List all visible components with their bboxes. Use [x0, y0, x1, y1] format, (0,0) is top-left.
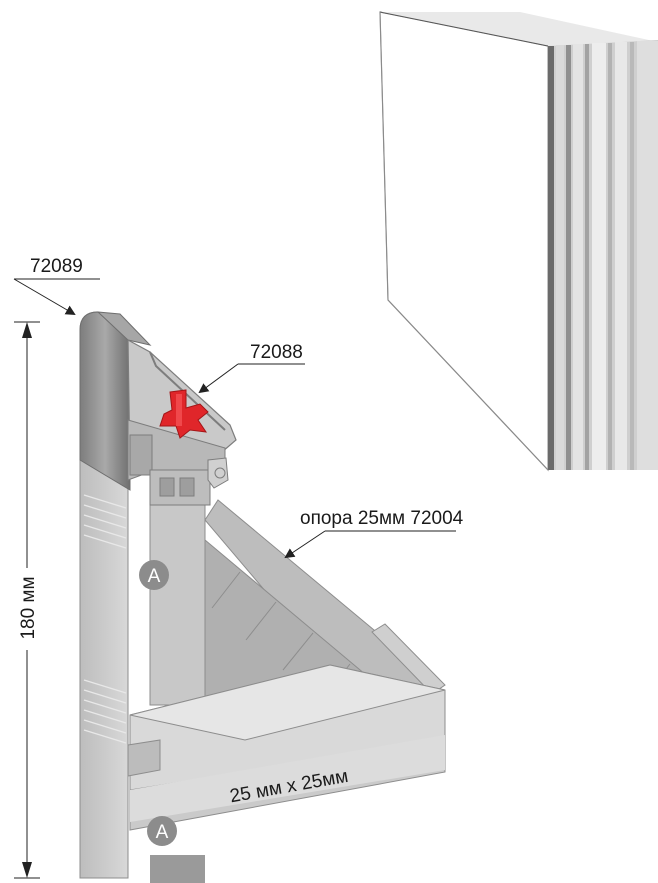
label-support-text: опора 25мм 72004 [300, 508, 464, 529]
vertical-profile [79, 311, 152, 879]
marker-a-upper: A [139, 560, 169, 590]
red-clip [159, 389, 209, 439]
light-panel [379, 11, 658, 472]
label-height-text: 180 мм [18, 576, 39, 639]
support-strut [149, 499, 446, 713]
arrow-icon [198, 363, 239, 394]
label-72088: 72088 [198, 342, 305, 394]
svg-text:A: A [156, 822, 169, 843]
dimension-arrow-icon [22, 322, 32, 338]
svg-text:A: A [148, 566, 161, 587]
panel-edge-layers [548, 41, 658, 470]
marker-a-lower: A [147, 816, 177, 846]
label-72088-text: 72088 [250, 342, 303, 363]
profile-grooves [83, 494, 127, 744]
label-72089: 72089 [13, 256, 100, 316]
base-profile [127, 664, 446, 883]
label-support: опора 25мм 72004 [284, 508, 464, 559]
label-72089-text: 72089 [30, 256, 83, 277]
dimension-180: 180 мм [14, 321, 40, 879]
arrow-icon [13, 278, 76, 316]
dimension-arrow-icon [22, 862, 32, 878]
arrow-icon [284, 530, 326, 559]
